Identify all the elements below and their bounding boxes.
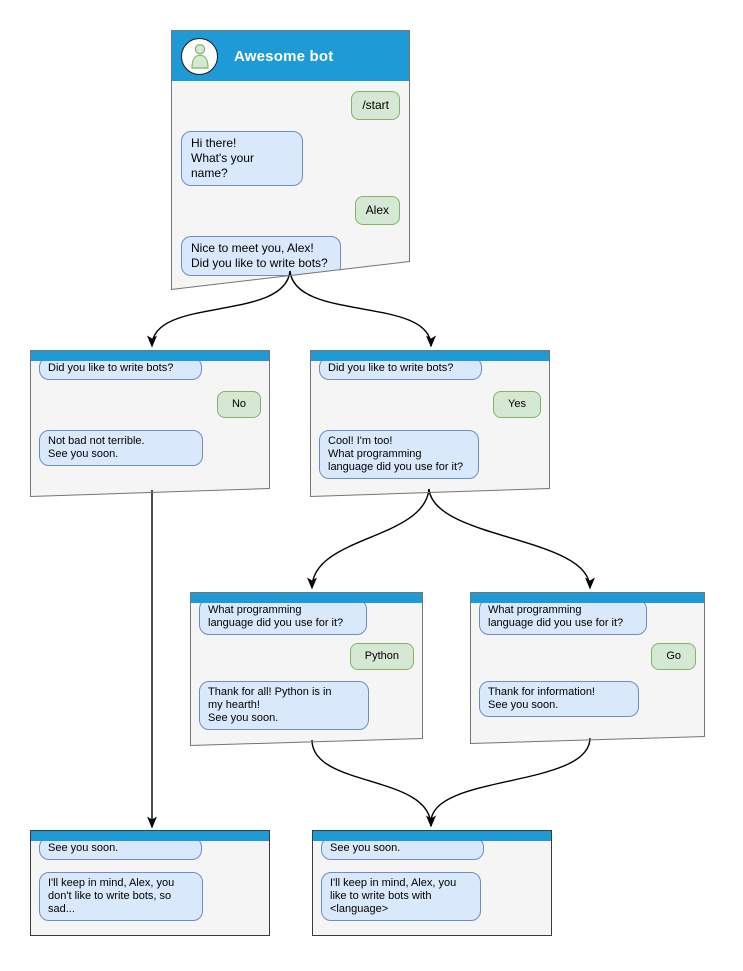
bot-message: What programming language did you use fo… xyxy=(199,599,367,635)
edge-go-to-end-yes xyxy=(430,737,591,823)
chat-window-end-no: See you soon. I'll keep in mind, Alex, y… xyxy=(30,830,270,936)
edge-main-to-branch-yes xyxy=(289,270,436,348)
chat-window-branch-go: What programming language did you use fo… xyxy=(470,592,705,744)
bot-message: Did you like to write bots? xyxy=(319,357,482,380)
bot-message: What programming language did you use fo… xyxy=(479,599,647,635)
bot-message: Cool! I'm too! What programming language… xyxy=(319,430,479,479)
chat-window-branch-no: Did you like to write bots? No Not bad n… xyxy=(30,350,270,497)
window-titlebar xyxy=(313,831,551,841)
edge-yes-to-go xyxy=(428,488,595,590)
bot-message: Thank for all! Python is in my hearth! S… xyxy=(199,681,369,730)
bot-message: Thank for information! See you soon. xyxy=(479,681,639,717)
bot-message: I'll keep in mind, Alex, you like to wri… xyxy=(321,872,481,921)
user-message: Yes xyxy=(493,391,541,418)
bot-title: Awesome bot xyxy=(234,47,334,65)
window-titlebar xyxy=(311,351,549,361)
bot-message: I'll keep in mind, Alex, you don't like … xyxy=(39,872,203,921)
window-titlebar xyxy=(471,593,704,603)
chat-window-branch-python: What programming language did you use fo… xyxy=(190,592,423,746)
user-message: /start xyxy=(351,91,400,120)
window-titlebar xyxy=(31,351,269,361)
bot-message: Nice to meet you, Alex! Did you like to … xyxy=(181,236,341,276)
user-message: Python xyxy=(349,643,414,670)
chat-window-main: Awesome bot /start Hi there! What's your… xyxy=(171,30,410,290)
window-titlebar xyxy=(31,831,269,841)
user-message: Alex xyxy=(354,196,400,225)
user-message: Go xyxy=(651,643,696,670)
user-message: No xyxy=(216,391,261,418)
bot-message: Hi there! What's your name? xyxy=(181,131,303,186)
chat-window-branch-yes: Did you like to write bots? Yes Cool! I'… xyxy=(310,350,550,497)
bot-message: Not bad not terrible. See you soon. xyxy=(39,430,203,466)
person-icon xyxy=(190,43,209,69)
chat-window-end-yes: See you soon. I'll keep in mind, Alex, y… xyxy=(312,830,552,936)
chat-header: Awesome bot xyxy=(172,31,409,81)
window-titlebar xyxy=(191,593,422,603)
bot-avatar xyxy=(181,37,218,75)
edge-yes-to-python xyxy=(307,488,430,590)
edge-python-to-end-yes xyxy=(311,739,436,828)
